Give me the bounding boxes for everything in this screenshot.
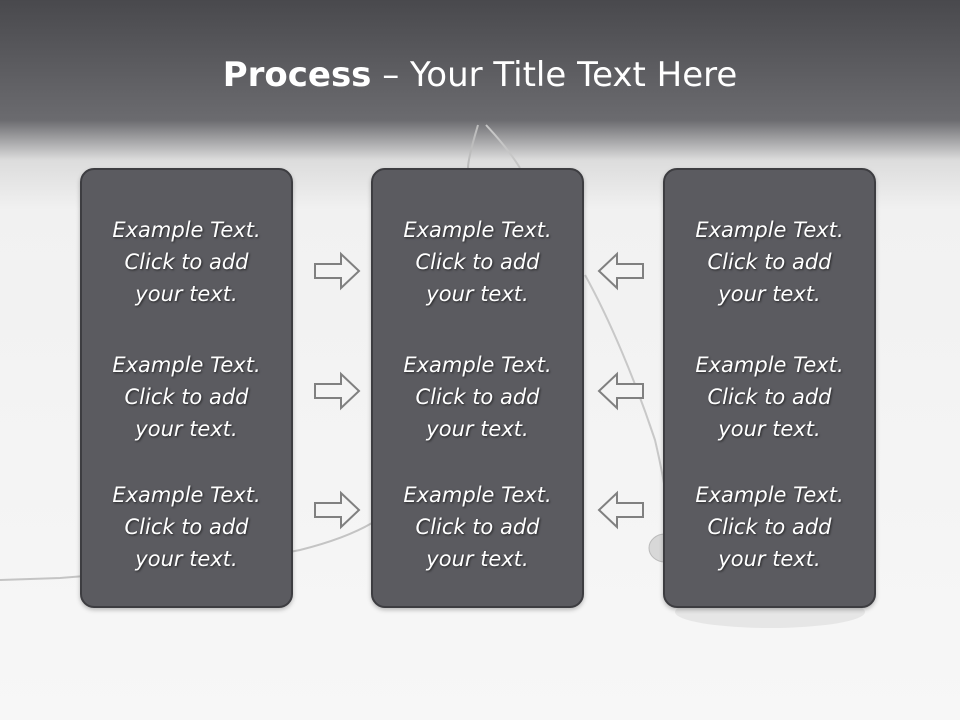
text-line: your text.	[426, 282, 529, 306]
text-line: Click to add	[415, 515, 540, 539]
text-line: your text.	[135, 547, 238, 571]
text-line: Example Text.	[403, 218, 552, 242]
text-block[interactable]: Example Text. Click to add your text.	[82, 349, 291, 445]
text-line: Example Text.	[695, 483, 844, 507]
text-block[interactable]: Example Text. Click to add your text.	[665, 214, 874, 310]
text-line: Example Text.	[403, 483, 552, 507]
right-arrow-icon	[314, 490, 361, 530]
text-line: your text.	[718, 547, 821, 571]
text-block[interactable]: Example Text. Click to add your text.	[82, 479, 291, 575]
text-line: Example Text.	[403, 353, 552, 377]
text-block[interactable]: Example Text. Click to add your text.	[82, 214, 291, 310]
text-line: Example Text.	[112, 218, 261, 242]
title-rest: – Your Title Text Here	[371, 55, 738, 95]
right-arrow-icon	[314, 251, 361, 291]
right-panel[interactable]: Example Text. Click to add your text. Ex…	[663, 168, 876, 608]
text-line: Example Text.	[695, 353, 844, 377]
left-panel[interactable]: Example Text. Click to add your text. Ex…	[80, 168, 293, 608]
text-block[interactable]: Example Text. Click to add your text.	[373, 214, 582, 310]
right-arrow-icon	[314, 371, 361, 411]
text-line: Click to add	[707, 515, 832, 539]
text-line: Click to add	[707, 385, 832, 409]
text-line: your text.	[135, 417, 238, 441]
center-panel[interactable]: Example Text. Click to add your text. Ex…	[371, 168, 584, 608]
text-line: Click to add	[124, 515, 249, 539]
text-line: Example Text.	[112, 483, 261, 507]
text-line: Example Text.	[112, 353, 261, 377]
text-line: your text.	[426, 417, 529, 441]
text-line: Example Text.	[695, 218, 844, 242]
left-arrow-icon	[597, 371, 644, 411]
text-block[interactable]: Example Text. Click to add your text.	[665, 349, 874, 445]
text-line: Click to add	[124, 250, 249, 274]
left-arrow-icon	[597, 490, 644, 530]
text-line: Click to add	[707, 250, 832, 274]
text-line: your text.	[718, 282, 821, 306]
text-line: Click to add	[415, 385, 540, 409]
text-line: your text.	[718, 417, 821, 441]
text-line: your text.	[426, 547, 529, 571]
title-bold: Process	[222, 55, 372, 95]
slide-title[interactable]: Process – Your Title Text Here	[0, 52, 960, 98]
left-arrow-icon	[597, 251, 644, 291]
text-line: your text.	[135, 282, 238, 306]
text-block[interactable]: Example Text. Click to add your text.	[373, 349, 582, 445]
text-block[interactable]: Example Text. Click to add your text.	[665, 479, 874, 575]
text-line: Click to add	[415, 250, 540, 274]
text-block[interactable]: Example Text. Click to add your text.	[373, 479, 582, 575]
text-line: Click to add	[124, 385, 249, 409]
